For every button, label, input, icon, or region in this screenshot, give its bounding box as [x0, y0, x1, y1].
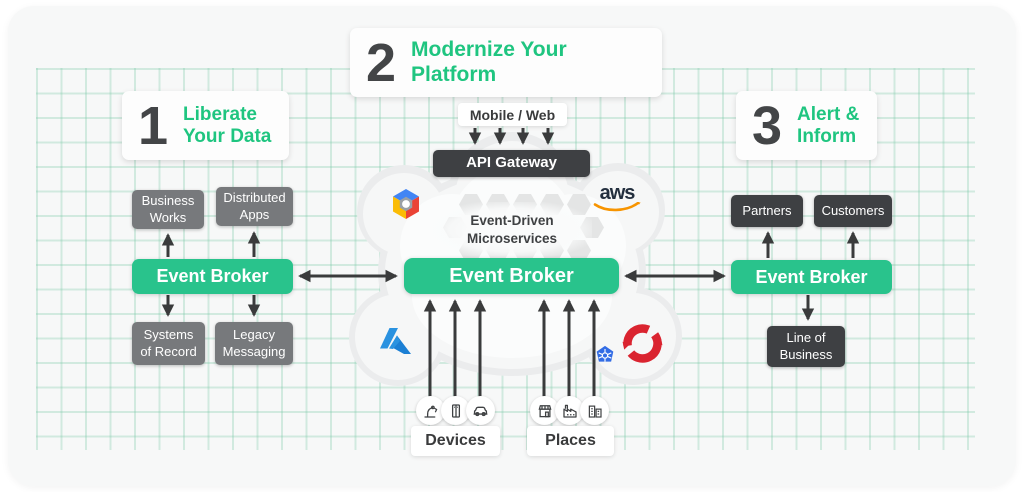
partners-box: Partners	[731, 195, 803, 227]
systems-of-record-box: Systems of Record	[132, 322, 205, 365]
kubernetes-icon	[594, 345, 616, 366]
event-driven-microservices-label: Event-Driven Microservices	[432, 202, 592, 258]
legacy-messaging-box: Legacy Messaging	[215, 322, 293, 365]
step-label-modernize: Modernize Your Platform	[411, 38, 567, 86]
buildings-icon	[580, 396, 609, 425]
car-icon	[466, 396, 495, 425]
line-of-business-box: Line of Business	[767, 326, 845, 367]
step-card-alert: 3 Alert & Inform	[736, 91, 877, 160]
robot-arm-icon	[416, 396, 445, 425]
distributed-apps-box: Distributed Apps	[216, 187, 293, 226]
step-number-3: 3	[752, 95, 783, 156]
step-number-2: 2	[366, 32, 397, 93]
openshift-icon	[618, 320, 667, 367]
step-number-1: 1	[138, 95, 169, 156]
aws-logo-text: aws	[599, 182, 636, 204]
devices-label: Devices	[411, 426, 500, 456]
google-cloud-icon	[386, 186, 426, 222]
step-card-liberate: 1 Liberate Your Data	[122, 91, 289, 160]
event-broker-center: Event Broker	[404, 258, 619, 294]
event-broker-right: Event Broker	[731, 260, 892, 294]
api-gateway-box: API Gateway	[433, 150, 590, 177]
step-label-alert: Alert & Inform	[797, 103, 860, 147]
customers-box: Customers	[814, 195, 892, 227]
factory-icon	[555, 396, 584, 425]
step-card-modernize: 2 Modernize Your Platform	[350, 28, 662, 97]
event-broker-left: Event Broker	[132, 259, 293, 294]
elevator-icon	[441, 396, 470, 425]
business-works-box: Business Works	[132, 190, 204, 229]
store-icon	[530, 396, 559, 425]
places-label: Places	[527, 426, 614, 456]
azure-icon	[375, 327, 411, 355]
mobile-web-label: Mobile / Web	[458, 103, 567, 126]
step-label-liberate: Liberate Your Data	[183, 103, 272, 147]
aws-icon: aws	[592, 182, 642, 214]
